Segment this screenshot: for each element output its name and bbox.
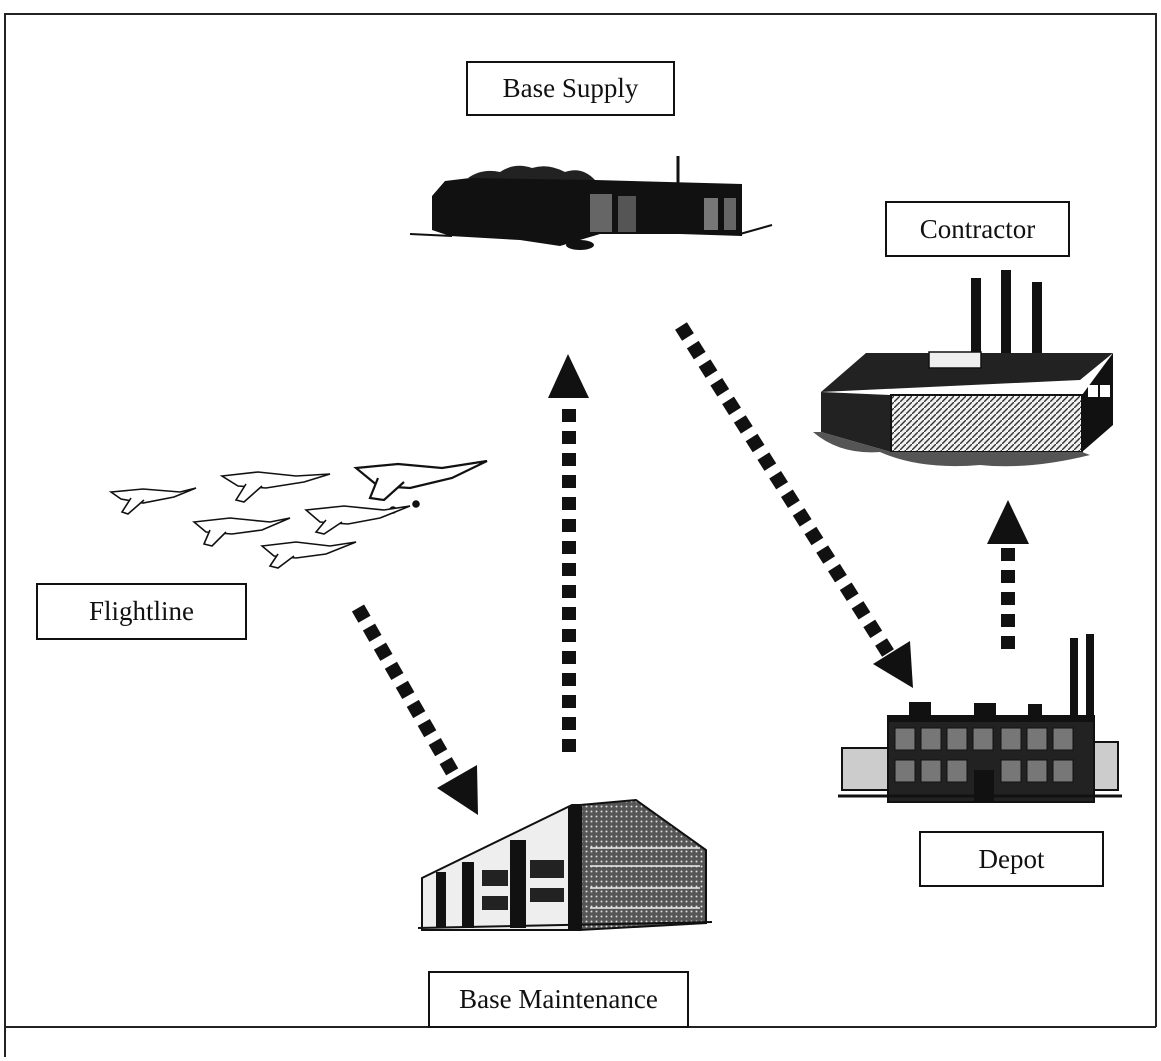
office-building-icon	[417, 798, 713, 932]
arrow-flightline-to-maintenance	[351, 604, 478, 815]
arrow-maintenance-to-supply	[548, 354, 589, 752]
fighter-jets-icon	[108, 459, 488, 569]
factory-icon	[813, 270, 1113, 467]
arrow-supply-to-depot	[675, 322, 913, 688]
flow-arrows	[351, 322, 1029, 815]
node-label-base-supply: Base Supply	[466, 61, 675, 116]
node-label-base-maintenance: Base Maintenance	[428, 971, 689, 1028]
arrow-depot-to-contractor	[987, 500, 1029, 649]
node-label-flightline: Flightline	[36, 583, 247, 640]
node-label-depot: Depot	[919, 831, 1104, 887]
node-label-contractor: Contractor	[885, 201, 1070, 257]
depot-factory-icon	[838, 634, 1122, 803]
warehouse-icon	[409, 156, 773, 250]
